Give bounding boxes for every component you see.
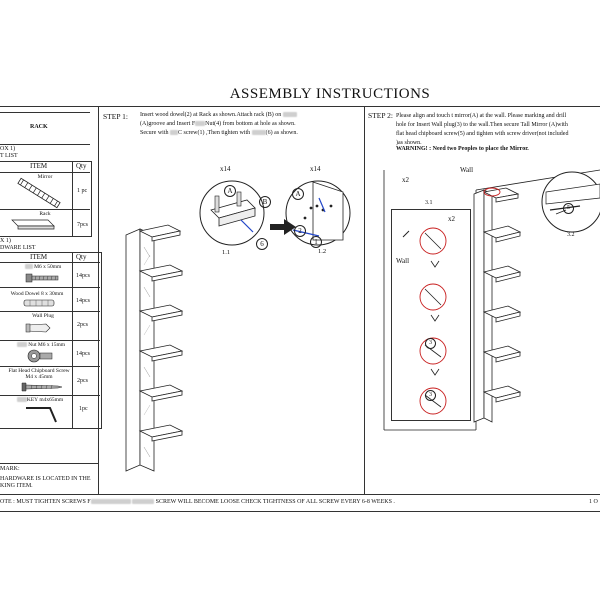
step-2-label: STEP 2: xyxy=(368,111,393,120)
page-title: ASSEMBLY INSTRUCTIONS xyxy=(229,86,431,102)
hardware-qty-wall-plug: 2pcs xyxy=(77,322,88,328)
wall-plug-inset xyxy=(391,209,471,421)
hardware-name-screw: M6 x 50mm xyxy=(14,264,72,270)
detail-label-1-2: 1.2 xyxy=(318,248,327,255)
step-2-line-4: )as shown. xyxy=(396,140,422,146)
detail-circle-screw-mount xyxy=(541,171,600,233)
step-2-line-1: Please align and touch t mirror(A) at th… xyxy=(396,113,567,119)
callout-2-step1: 2 xyxy=(294,225,306,237)
hardware-qty-dowel: 14pcs xyxy=(76,298,90,304)
allen-key-icon xyxy=(26,407,57,423)
step-2-line-2: hole for Insert Wall plug(3) to the wall… xyxy=(396,122,568,128)
hardware-qty-chipboard-screw: 2pcs xyxy=(77,378,88,384)
detail-label-1-1: 1.1 xyxy=(222,249,231,256)
step-1-line-1: Insert wood dowel(2) at Rack as shown.At… xyxy=(140,112,297,119)
arrow-icon xyxy=(270,219,296,235)
hardware-name-dowel: Wood Dowel 8 x 30mm xyxy=(10,291,64,297)
middle-divider xyxy=(364,106,365,494)
callout-1-step1: 1 xyxy=(310,236,322,248)
corner-shelf-unit xyxy=(125,224,184,472)
footer-page-number: 1 O xyxy=(589,499,598,505)
wall-plug-icon xyxy=(25,323,51,333)
remark-label: MARK: xyxy=(0,466,20,472)
callout-5: 5 xyxy=(563,203,574,214)
bottom-border xyxy=(0,511,600,512)
step-2-warning: WARNING! : Need two Peoples to place the… xyxy=(396,146,529,152)
hardware-qty-screw: 14pcs xyxy=(76,273,90,279)
detail-label-3-1: 3.1 xyxy=(425,200,433,206)
hardware-qty-header: Qty xyxy=(76,253,87,261)
detail-label-3-2: 3.2 xyxy=(567,232,575,238)
footer-border xyxy=(0,494,600,495)
hardware-name-wall-plug: Wall Plug xyxy=(32,313,54,319)
left-divider xyxy=(98,106,99,494)
step-2-multiplier: x2 xyxy=(402,176,409,184)
box-label: OX 1) xyxy=(0,146,16,152)
parts-qty-header: Qty xyxy=(76,162,87,170)
step-2-multiplier-inset: x2 xyxy=(448,215,455,223)
remark-text-2: KING ITEM. xyxy=(0,483,33,489)
detail-circle-dowel-insert xyxy=(199,180,265,246)
drill-sequence xyxy=(402,227,447,415)
part-qty-mirror: 1 pc xyxy=(77,188,88,194)
parts-item-header: ITEM xyxy=(30,162,48,170)
callout-3-b: 3 xyxy=(425,390,436,401)
callout-a: A xyxy=(224,185,236,197)
callout-3-a: 3 xyxy=(425,338,436,349)
hardware-item-header: ITEM xyxy=(30,253,48,261)
mirror-icon xyxy=(17,177,61,209)
remark-text-1: HARDWARE IS LOCATED IN THE xyxy=(0,476,91,482)
step-1-multiplier-a: x14 xyxy=(220,165,231,173)
mounted-shelf-unit xyxy=(473,187,522,423)
hardware-name-nut: Nut M6 x 15mm xyxy=(10,342,72,348)
part-list-label: T LIST xyxy=(0,153,18,159)
step-1-multiplier-b: x14 xyxy=(310,165,321,173)
callout-6: 6 xyxy=(256,238,268,250)
callout-b: B xyxy=(259,196,271,208)
parts-table xyxy=(0,161,92,237)
nut-icon xyxy=(27,349,53,363)
box2-label: X 1) xyxy=(0,238,11,244)
hardware-name-allen-key: KEY m4x65mm xyxy=(8,397,72,403)
product-name: RACK xyxy=(30,124,48,130)
step-1-line-3: Secure with C screw(1) ,Then tighten wit… xyxy=(140,130,298,136)
top-border xyxy=(0,106,600,107)
hardware-qty-nut: 14pcs xyxy=(76,351,90,357)
hardware-name-chipboard-screw: Flat Head Chipboard Screw M4 x 45mm xyxy=(8,368,70,380)
chipboard-screw-icon xyxy=(21,382,63,392)
callout-4-step1: A xyxy=(292,188,304,200)
step-1-label: STEP 1: xyxy=(103,112,128,121)
footer-note: OTE : MUST TIGHTEN SCREWS F SCREW WILL B… xyxy=(0,499,395,505)
part-name-mirror: Mirror xyxy=(37,174,53,180)
part-qty-rack: 7pcs xyxy=(77,222,88,228)
hardware-list-label: DWARE LIST xyxy=(0,245,36,251)
step-2-line-3: flat head chipboard screw(5) and tighten… xyxy=(396,131,569,137)
screw-icon xyxy=(25,273,59,283)
rack-shelf-icon xyxy=(11,219,55,230)
hardware-table xyxy=(0,252,102,429)
hardware-qty-allen-key: 1pc xyxy=(79,406,88,412)
step-2-wall-label: Wall xyxy=(460,166,474,174)
dowel-icon xyxy=(23,299,55,307)
part-name-rack: Rack xyxy=(39,211,51,217)
step-2-wall-label-inset: Wall xyxy=(396,257,410,265)
